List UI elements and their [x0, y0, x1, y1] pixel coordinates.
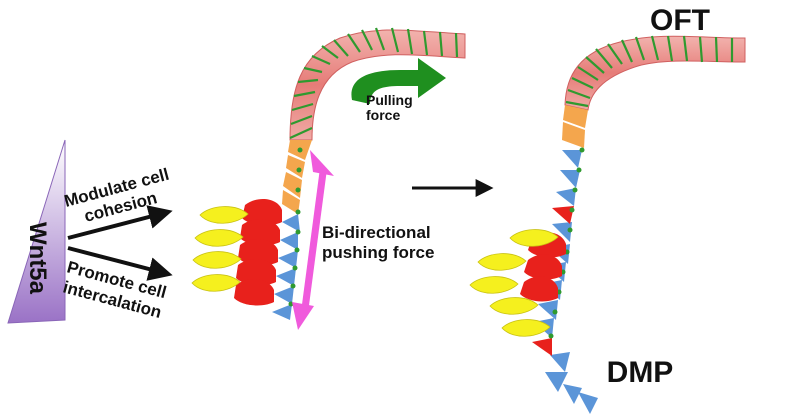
yellow-cells-left	[191, 206, 249, 292]
blue-cells-left	[272, 214, 300, 320]
bidirectional-pushing-arrow	[292, 150, 334, 330]
wnt5a-label: Wnt5a	[24, 222, 51, 295]
oft-tube-right	[564, 35, 746, 111]
modulate-arrow	[67, 205, 173, 240]
bidirectional-label-line1: Bi-directional	[322, 223, 431, 242]
promote-arrow	[67, 246, 173, 281]
wnt5a-gradient-wedge	[7, 139, 66, 324]
yellow-cells-right	[469, 229, 559, 337]
red-cells-left	[234, 198, 282, 306]
dmp-label: DMP	[607, 356, 674, 389]
orange-segment-right	[562, 105, 588, 148]
orange-segment-left	[282, 140, 312, 214]
bidirectional-label-line2: pushing force	[322, 243, 434, 262]
pulling-label-line1: Pulling	[366, 92, 413, 108]
red-cells-boundary-right	[532, 206, 574, 356]
pulling-force-arrow	[351, 58, 446, 104]
oft-label: OFT	[650, 4, 710, 37]
oft-tube-left	[289, 27, 466, 141]
pulling-label-line2: force	[366, 107, 400, 123]
